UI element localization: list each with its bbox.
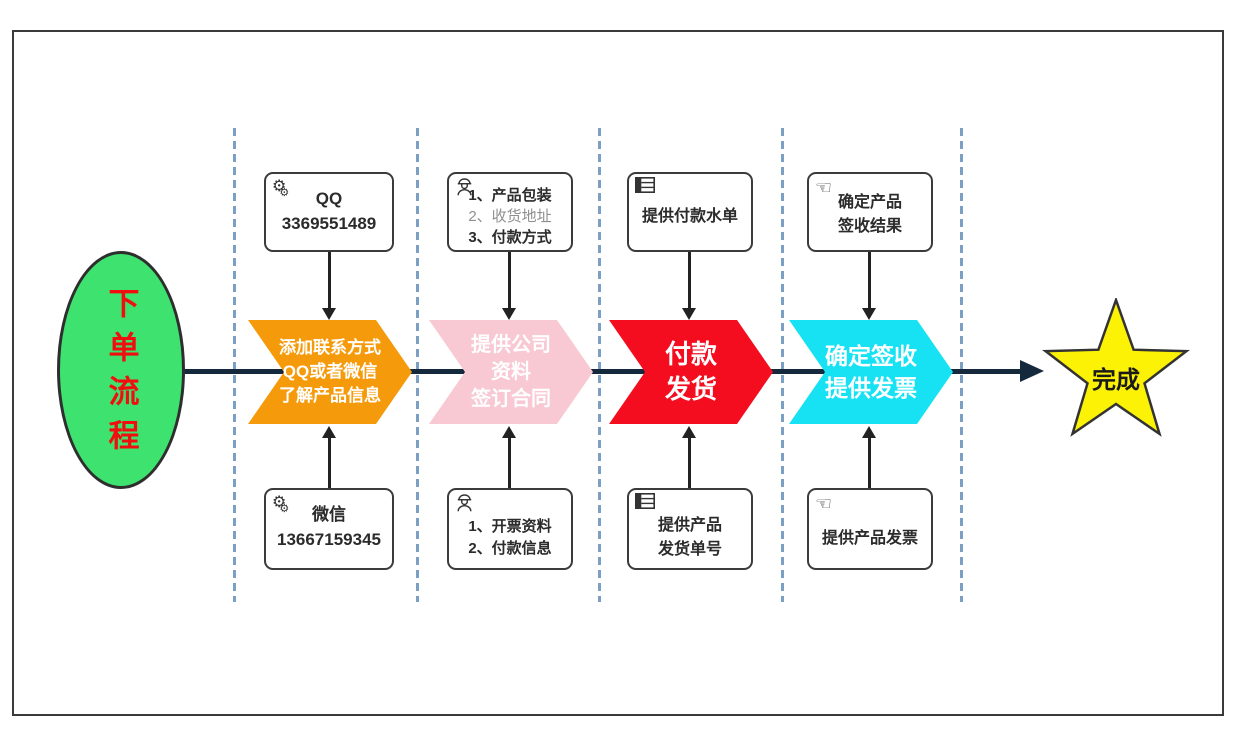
box-text: 13667159345 bbox=[276, 530, 381, 549]
box-text: 确定产品 bbox=[837, 194, 902, 211]
main-flow-line bbox=[176, 369, 1024, 374]
step-label: 添加联系方式 bbox=[279, 338, 381, 357]
arrow-down-icon bbox=[502, 308, 516, 320]
step-label: 签订合同 bbox=[471, 387, 551, 410]
worker-icon bbox=[455, 177, 474, 199]
finish-node: 完成 bbox=[1036, 296, 1196, 450]
arrow-down-icon bbox=[682, 308, 696, 320]
step-label: 确定签收 bbox=[825, 343, 917, 369]
box-text: 提供产品 bbox=[657, 517, 722, 534]
box-order-details: 1、产品包装 2、收货地址 3、付款方式 bbox=[447, 172, 573, 252]
arrow-down-icon bbox=[862, 308, 876, 320]
table-icon bbox=[635, 493, 655, 513]
diagram-border bbox=[12, 30, 1224, 716]
box-qq-contact: ⚙⚙ QQ 3369551489 bbox=[264, 172, 394, 252]
box-text: 发货单号 bbox=[657, 541, 722, 558]
box-text: 微信 bbox=[312, 505, 346, 524]
box-wechat-contact: ⚙⚙ 微信 13667159345 bbox=[264, 488, 394, 570]
table-icon bbox=[635, 177, 655, 197]
step-label: 资料 bbox=[491, 360, 531, 383]
step-label: QQ或者微信 bbox=[282, 362, 378, 381]
box-text: 1、产品包装 bbox=[468, 187, 552, 204]
box-text: 1、开票资料 bbox=[468, 518, 552, 535]
connector-line bbox=[688, 252, 691, 310]
arrow-up-icon bbox=[862, 426, 876, 438]
dashed-separator-4 bbox=[781, 128, 784, 602]
box-invoice-payment-info: 1、开票资料 2、付款信息 bbox=[447, 488, 573, 570]
box-text: 签收结果 bbox=[837, 218, 902, 235]
arrow-up-icon bbox=[682, 426, 696, 438]
step-label: 提供发票 bbox=[825, 375, 917, 401]
step-label: 付款 bbox=[664, 339, 717, 369]
step-label: 提供公司 bbox=[471, 333, 551, 356]
hand-icon: ☜ bbox=[815, 494, 833, 515]
finish-node-label: 完成 bbox=[1092, 367, 1140, 394]
connector-line bbox=[508, 438, 511, 488]
dashed-separator-5 bbox=[960, 128, 963, 602]
dashed-separator-3 bbox=[598, 128, 601, 602]
arrow-up-icon bbox=[322, 426, 336, 438]
box-product-invoice: ☜ 提供产品发票 bbox=[807, 488, 933, 570]
arrow-up-icon bbox=[502, 426, 516, 438]
dashed-separator-1 bbox=[233, 128, 236, 602]
step-pay-and-ship: 付款 发货 bbox=[609, 320, 773, 424]
connector-line bbox=[328, 438, 331, 488]
worker-icon bbox=[455, 493, 474, 515]
star-icon bbox=[1042, 296, 1190, 437]
connector-line bbox=[868, 438, 871, 488]
dashed-separator-2 bbox=[416, 128, 419, 602]
box-text: 提供付款水单 bbox=[641, 208, 738, 225]
start-node: 下单流程 bbox=[57, 251, 185, 489]
arrow-down-icon bbox=[322, 308, 336, 320]
step-label: 了解产品信息 bbox=[279, 386, 381, 405]
box-text: QQ bbox=[315, 189, 343, 208]
hand-icon: ☜ bbox=[815, 178, 833, 199]
box-text: 3、付款方式 bbox=[468, 229, 552, 246]
box-text: 2、收货地址 bbox=[468, 208, 552, 225]
box-text: 3369551489 bbox=[281, 214, 377, 233]
start-node-label: 下单流程 bbox=[103, 287, 139, 463]
box-text: 提供产品发票 bbox=[821, 530, 918, 547]
box-text: 2、付款信息 bbox=[468, 540, 552, 557]
connector-line bbox=[328, 252, 331, 310]
step-label: 发货 bbox=[664, 374, 717, 404]
box-confirm-receipt-result: ☜ 确定产品 签收结果 bbox=[807, 172, 933, 252]
main-flow-arrowhead-icon bbox=[1020, 360, 1044, 382]
connector-line bbox=[688, 438, 691, 488]
box-shipping-number: 提供产品 发货单号 bbox=[627, 488, 753, 570]
box-payment-slip: 提供付款水单 bbox=[627, 172, 753, 252]
gears-icon: ⚙⚙ bbox=[272, 494, 290, 515]
connector-line bbox=[868, 252, 871, 310]
connector-line bbox=[508, 252, 511, 310]
gears-icon: ⚙⚙ bbox=[272, 178, 290, 199]
